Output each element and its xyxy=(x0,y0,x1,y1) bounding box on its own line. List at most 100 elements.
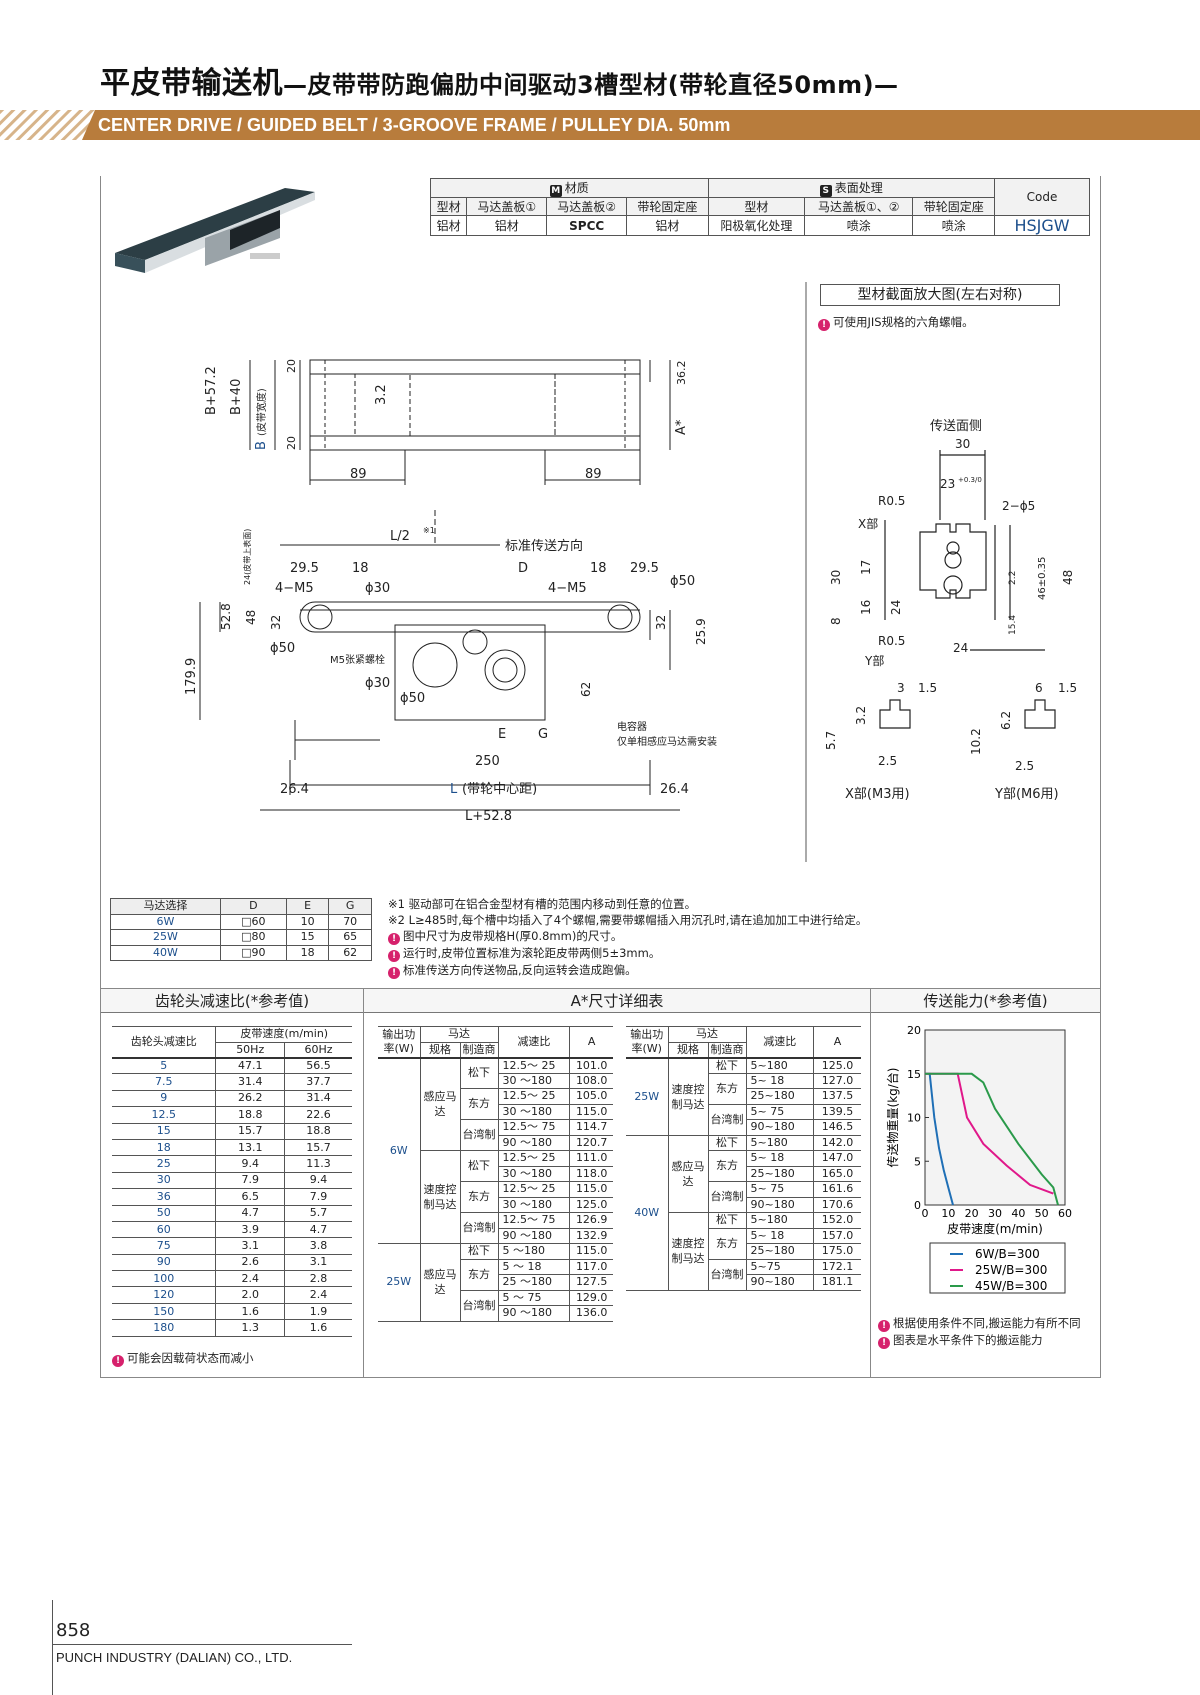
dim-48: 48 xyxy=(1061,570,1075,585)
capacitor-note: 仅单相感应马达需安装 xyxy=(617,735,717,748)
dim-24: 24 xyxy=(953,641,968,655)
col-header: 马达盖板② xyxy=(546,197,628,216)
table-cell: 25~180 xyxy=(745,1243,815,1260)
table-cell: 101.0 xyxy=(569,1057,613,1074)
section-view-title: 型材截面放大图(左右对称) xyxy=(820,284,1060,306)
table-cell: 147.0 xyxy=(813,1150,861,1167)
table-cell: 7.9 xyxy=(215,1171,285,1190)
table-cell: 东方 xyxy=(707,1072,747,1105)
table-cell: 25 xyxy=(112,1155,217,1173)
dim-29-5: 29.5 xyxy=(630,561,659,576)
col-header: D xyxy=(219,898,287,915)
material-badge: M xyxy=(549,185,562,197)
note-2: ※2 L≥485时,每个槽中均插入了4个螺帽,需要带螺帽插入用沉孔时,请在追加加… xyxy=(388,913,868,927)
dim-m5: 4−M5 xyxy=(275,581,314,596)
legend-label: 45W/B=300 xyxy=(975,1279,1047,1293)
dim-phi30: ϕ30 xyxy=(365,676,390,691)
table-cell: 5~ 18 xyxy=(745,1150,815,1167)
info-icon: ! xyxy=(878,1337,890,1349)
table-cell: 松下 xyxy=(707,1212,747,1229)
a-table-title: A*尺寸详细表 xyxy=(364,989,870,1013)
dim-l2: L/2 xyxy=(390,529,410,544)
table-cell: 50 xyxy=(112,1204,217,1222)
table-cell: 东方 xyxy=(707,1150,747,1182)
table-cell: 台湾制 xyxy=(707,1258,747,1291)
table-cell: 120 xyxy=(112,1286,217,1304)
surface-label: 表面处理 xyxy=(834,181,883,195)
col-header: 型材 xyxy=(707,197,806,216)
table-cell: 36 xyxy=(112,1188,217,1206)
col-header: A xyxy=(569,1026,613,1059)
table-cell: 90 ～180 xyxy=(497,1227,571,1244)
capacitor-label: 电容器 xyxy=(617,720,647,733)
x-tick-label: 20 xyxy=(965,1207,979,1220)
dim-phi30: ϕ30 xyxy=(365,581,390,596)
dim-e: E xyxy=(498,727,506,742)
table-cell: 12.5～ 75 xyxy=(497,1119,571,1136)
table-cell: 5 ～ 75 xyxy=(497,1289,571,1306)
table-cell: 125.0 xyxy=(569,1196,613,1213)
table-cell: 118.0 xyxy=(569,1165,613,1182)
table-cell: 松下 xyxy=(707,1134,747,1151)
table-cell: 18 xyxy=(112,1138,217,1157)
dim-l2-note: ※1 xyxy=(423,526,435,535)
title-banner xyxy=(0,110,1200,140)
code-value: HSJGW xyxy=(994,215,1090,236)
dim-46: 46±0.35 xyxy=(1037,557,1048,600)
table-cell: 70 xyxy=(328,913,372,930)
dim-2-2: 2.2 xyxy=(1008,571,1018,585)
x-tick-label: 60 xyxy=(1058,1207,1072,1220)
table-cell: 165.0 xyxy=(813,1165,861,1182)
table-cell: 7.9 xyxy=(283,1188,352,1206)
table-cell: 126.9 xyxy=(569,1212,613,1229)
dim-62: 62 xyxy=(579,682,593,697)
table-cell: 30 xyxy=(112,1171,217,1190)
table-cell: 15.7 xyxy=(283,1138,352,1157)
table-cell: 4.7 xyxy=(283,1220,352,1239)
dim-15-4: 15.4 xyxy=(1008,615,1018,635)
table-cell: 115.0 xyxy=(569,1243,613,1260)
col-header: 规格 xyxy=(419,1041,461,1059)
col-header: 减速比 xyxy=(497,1026,571,1059)
table-cell: 感应马达 xyxy=(419,1057,461,1151)
col-header: 马达 xyxy=(419,1026,499,1043)
dim-32: 32 xyxy=(269,615,283,630)
x-axis-label: 皮带速度(m/min) xyxy=(947,1221,1043,1236)
table-cell: 台湾制 xyxy=(459,1212,499,1244)
capacity-notes: !根据使用条件不同,搬运能力有所不同 !图表是水平条件下的搬运能力 xyxy=(878,1315,1081,1349)
table-cell: 5~ 18 xyxy=(745,1227,815,1244)
table-cell: 松下 xyxy=(459,1243,499,1260)
table-cell: 松下 xyxy=(459,1057,499,1089)
table-cell: 5~180 xyxy=(745,1134,815,1151)
info-icon: ! xyxy=(388,933,400,945)
capacity-note: 图表是水平条件下的搬运能力 xyxy=(893,1333,1043,1347)
dim-2-phi5: 2−ϕ5 xyxy=(1002,499,1035,513)
table-cell: 139.5 xyxy=(813,1103,861,1120)
table-cell: 60 xyxy=(112,1220,217,1239)
table-cell: 1.6 xyxy=(215,1302,285,1321)
table-cell: □90 xyxy=(219,944,287,961)
x-tick-label: 40 xyxy=(1011,1207,1025,1220)
company-name: PUNCH INDUSTRY (DALIAN) CO., LTD. xyxy=(56,1650,293,1665)
y-part-label: Y部 xyxy=(864,653,884,668)
material-value: 阳极氧化处理 xyxy=(707,215,806,236)
table-cell: □80 xyxy=(219,929,287,946)
table-cell: 18.8 xyxy=(215,1106,285,1124)
dim-phi50: ϕ50 xyxy=(670,574,695,589)
col-header: E xyxy=(285,898,330,915)
material-label: 材质 xyxy=(564,181,589,195)
table-cell: □60 xyxy=(219,913,287,930)
table-cell: 台湾制 xyxy=(707,1181,747,1213)
